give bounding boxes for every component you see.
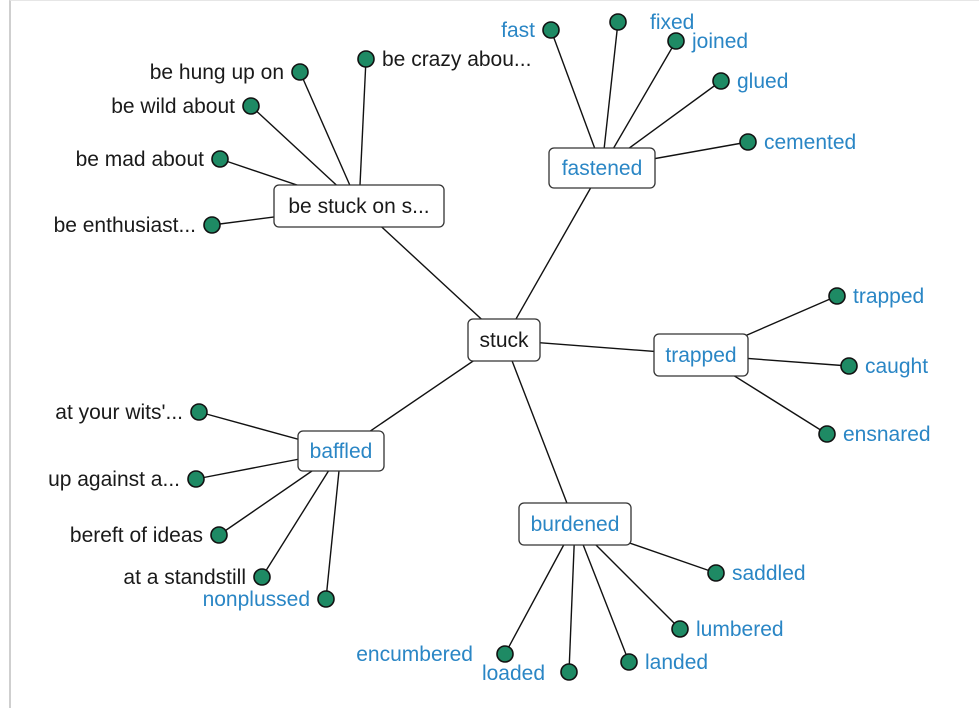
leaf-dot-fastened-2[interactable] [667, 32, 685, 50]
hub-label-baffled: baffled [310, 440, 373, 463]
leaf-dot-burdened-4[interactable] [496, 645, 514, 663]
leaf-dot-burdened-2[interactable] [620, 653, 638, 671]
leaf-dot-fastened-0[interactable] [542, 21, 560, 39]
edge-fastened-leaf-1 [601, 21, 619, 169]
leaf-label-be-stuck-on-0[interactable]: be crazy abou... [382, 48, 531, 71]
edge-fastened-leaf-2 [601, 40, 677, 169]
leaf-dot-baffled-2[interactable] [210, 526, 228, 544]
center-node-box [467, 318, 541, 362]
leaf-label-burdened-3[interactable]: loaded [482, 662, 545, 685]
leaf-label-fastened-1[interactable]: fixed [650, 11, 694, 34]
hub-box-burdened [518, 502, 632, 546]
leaf-label-be-stuck-on-4[interactable]: be enthusiast... [54, 214, 196, 237]
leaf-label-baffled-4[interactable]: nonplussed [203, 588, 310, 611]
hub-label-be-stuck-on: be stuck on s... [288, 195, 429, 218]
leaf-label-fastened-4[interactable]: cemented [764, 131, 856, 154]
leaf-dot-be-stuck-on-4[interactable] [203, 216, 221, 234]
leaf-dot-burdened-3[interactable] [560, 663, 578, 681]
leaf-label-be-stuck-on-2[interactable]: be wild about [111, 95, 235, 118]
hub-label-fastened: fastened [562, 157, 643, 180]
hub-node-be-stuck-on[interactable]: be stuck on s... [273, 184, 445, 228]
leaf-dot-baffled-0[interactable] [190, 403, 208, 421]
leaf-dot-baffled-1[interactable] [187, 470, 205, 488]
leaf-label-fastened-2[interactable]: joined [691, 30, 748, 53]
hub-box-trapped [653, 333, 749, 377]
leaf-label-fastened-0[interactable]: fast [501, 19, 535, 42]
leaf-dot-fastened-4[interactable] [739, 133, 757, 151]
leaf-label-burdened-2[interactable]: landed [645, 651, 708, 674]
hub-node-baffled[interactable]: baffled [297, 430, 385, 472]
edge-center-to-be-stuck-on [358, 205, 505, 341]
edge-burdened-leaf-4 [504, 523, 576, 655]
center-node-label: stuck [479, 329, 529, 352]
edge-baffled-leaf-3 [261, 450, 342, 578]
leaf-dot-be-stuck-on-0[interactable] [357, 50, 375, 68]
leaf-dot-burdened-0[interactable] [707, 564, 725, 582]
leaf-label-baffled-0[interactable]: at your wits'... [55, 401, 183, 424]
leaf-dot-fastened-1[interactable] [609, 13, 627, 31]
hub-node-trapped[interactable]: trapped [653, 333, 749, 377]
edge-be-stuck-on-leaf-0 [358, 58, 367, 207]
edge-center-to-fastened [503, 167, 603, 341]
edge-baffled-leaf-4 [325, 450, 342, 600]
edge-burdened-leaf-3 [568, 523, 576, 673]
leaf-label-burdened-0[interactable]: saddled [732, 562, 806, 585]
edge-fastened-leaf-0 [550, 29, 603, 169]
center-node[interactable]: stuck [467, 318, 541, 362]
leaf-label-be-stuck-on-3[interactable]: be mad about [76, 148, 205, 171]
leaf-labels-layer: be crazy abou... be hung up on be wild abo… [48, 11, 931, 685]
leaf-label-trapped-2[interactable]: ensnared [843, 423, 931, 446]
leaf-label-be-stuck-on-1[interactable]: be hung up on [150, 61, 284, 84]
leaf-dot-trapped-1[interactable] [840, 357, 858, 375]
leaf-dot-be-stuck-on-3[interactable] [211, 150, 229, 168]
edge-center-to-burdened [503, 339, 576, 525]
leaf-dot-burdened-1[interactable] [671, 620, 689, 638]
edge-burdened-leaf-2 [574, 523, 630, 663]
hub-label-burdened: burdened [531, 513, 620, 536]
leaf-dot-trapped-2[interactable] [818, 425, 836, 443]
hub-node-fastened[interactable]: fastened [548, 147, 656, 189]
leaf-dot-trapped-0[interactable] [828, 287, 846, 305]
leaf-dot-be-stuck-on-1[interactable] [291, 63, 309, 81]
leaf-label-trapped-1[interactable]: caught [865, 355, 928, 378]
leaf-dot-be-stuck-on-2[interactable] [242, 97, 260, 115]
leaf-dot-baffled-3[interactable] [253, 568, 271, 586]
edge-be-stuck-on-leaf-1 [299, 71, 360, 207]
page-border [9, 0, 979, 708]
hub-label-trapped: trapped [665, 344, 736, 367]
hub-box-be-stuck-on [273, 184, 445, 228]
hub-boxes-layer: stuck be stuck on s... fastened trapped baff… [273, 147, 749, 546]
hub-box-fastened [548, 147, 656, 189]
leaf-dot-baffled-4[interactable] [317, 590, 335, 608]
leaf-label-burdened-1[interactable]: lumbered [696, 618, 784, 641]
leaf-label-baffled-2[interactable]: bereft of ideas [70, 524, 203, 547]
leaf-label-burdened-4[interactable]: encumbered [356, 643, 473, 666]
leaf-dots-layer [187, 13, 858, 681]
hub-node-burdened[interactable]: burdened [518, 502, 632, 546]
leaf-label-trapped-0[interactable]: trapped [853, 285, 924, 308]
leaf-label-baffled-1[interactable]: up against a... [48, 468, 180, 491]
leaf-label-fastened-3[interactable]: glued [737, 70, 788, 93]
hub-box-baffled [297, 430, 385, 472]
leaf-label-baffled-3[interactable]: at a standstill [123, 566, 246, 589]
leaf-dot-fastened-3[interactable] [712, 72, 730, 90]
